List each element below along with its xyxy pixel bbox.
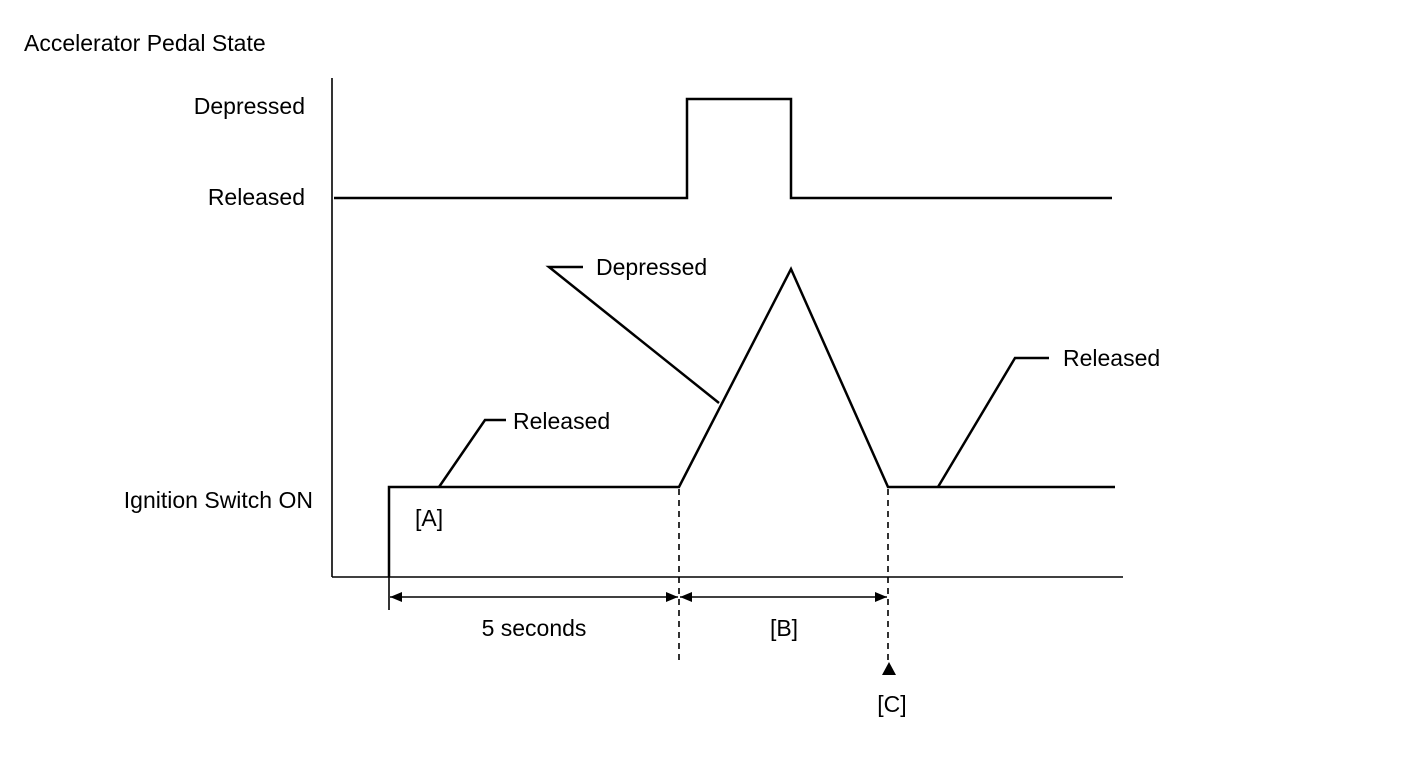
marker-c-pointer-icon — [882, 662, 896, 675]
pedal-state-waveform — [334, 97, 1112, 200]
callout-leader-released-before — [437, 418, 506, 488]
level-label-depressed: Depressed — [194, 93, 305, 119]
interval-label-5-seconds: 5 seconds — [482, 615, 587, 641]
marker-a: [A] — [415, 505, 443, 531]
interval-label-b: [B] — [770, 615, 798, 641]
ignition-output-waveform — [387, 266, 1115, 577]
callout-released-after: Released — [1063, 345, 1160, 371]
level-label-released: Released — [208, 184, 305, 210]
callout-leader-depressed — [545, 265, 720, 404]
callout-released-before: Released — [513, 408, 610, 434]
callout-depressed: Depressed — [596, 254, 707, 280]
diagram-title: Accelerator Pedal State — [24, 30, 266, 56]
marker-c: [C] — [877, 691, 906, 717]
level-label-ignition-on: Ignition Switch ON — [124, 487, 313, 513]
callout-leader-released-after — [936, 356, 1049, 488]
